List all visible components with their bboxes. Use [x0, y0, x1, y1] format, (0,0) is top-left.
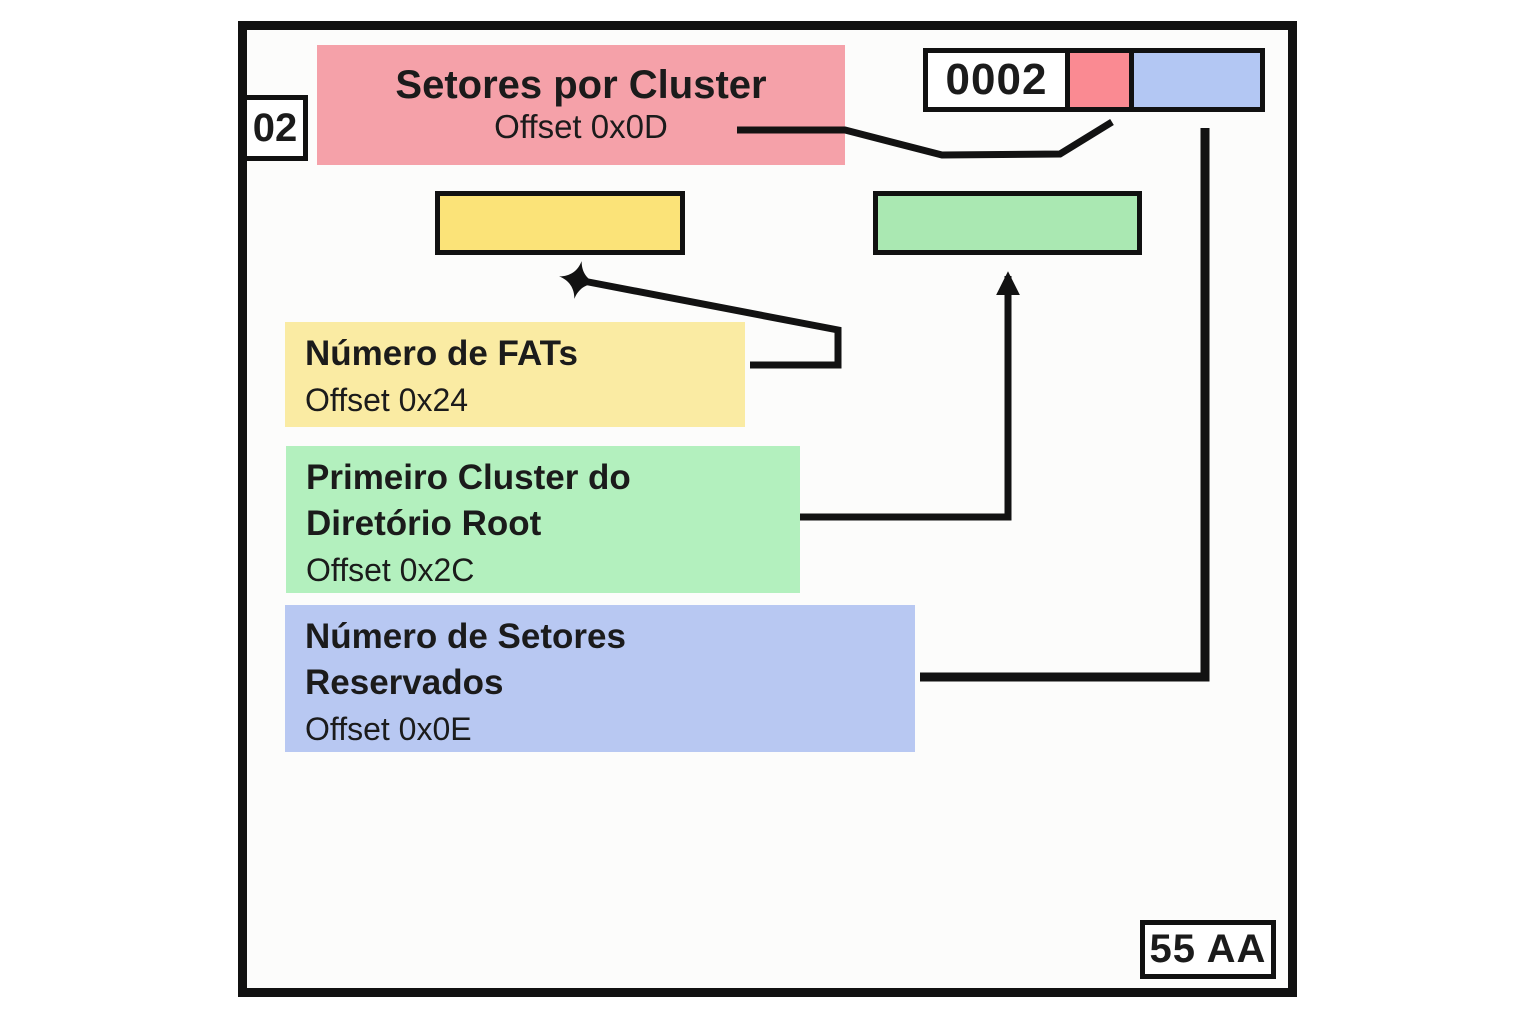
hex-value-0002: 0002 [945, 55, 1048, 104]
boot-signature-value: 55 AA [1149, 927, 1267, 971]
boot-signature-badge: 55 AA [1140, 920, 1276, 979]
root-dir-cluster-title-line2: Diretório Root [306, 504, 542, 543]
root-dir-cluster-title-line1: Primeiro Cluster do [306, 458, 631, 497]
sectors-per-cluster-offset: Offset 0x0D [494, 108, 668, 146]
sectors-per-cluster-label: Setores por Cluster Offset 0x0D [317, 45, 845, 165]
blue-field-cell [1129, 48, 1265, 112]
reserved-sectors-title-line2: Reservados [305, 663, 504, 702]
fats-field-box [435, 191, 685, 255]
hex-value-cell: 0002 [923, 48, 1070, 112]
reserved-sectors-title-line1: Número de Setores [305, 617, 626, 656]
number-of-fats-offset: Offset 0x24 [305, 382, 469, 418]
root-dir-cluster-card: Primeiro Cluster do Diretório Root Offse… [286, 446, 800, 593]
hex-field-row: 0002 [923, 48, 1265, 112]
sectors-per-cluster-title: Setores por Cluster [395, 63, 767, 108]
root-dir-cluster-offset: Offset 0x2C [306, 552, 475, 588]
byte-value-02: 02 [252, 105, 298, 150]
number-of-fats-card: Número de FATs Offset 0x24 [285, 322, 745, 427]
reserved-sectors-offset: Offset 0x0E [305, 711, 472, 747]
number-of-fats-title: Número de FATs [305, 334, 578, 373]
reserved-sectors-card: Número de Setores Reservados Offset 0x0E [285, 605, 915, 752]
byte-value-badge-02: 02 [242, 95, 308, 161]
red-field-cell [1065, 48, 1134, 112]
root-cluster-field-box [873, 191, 1142, 255]
